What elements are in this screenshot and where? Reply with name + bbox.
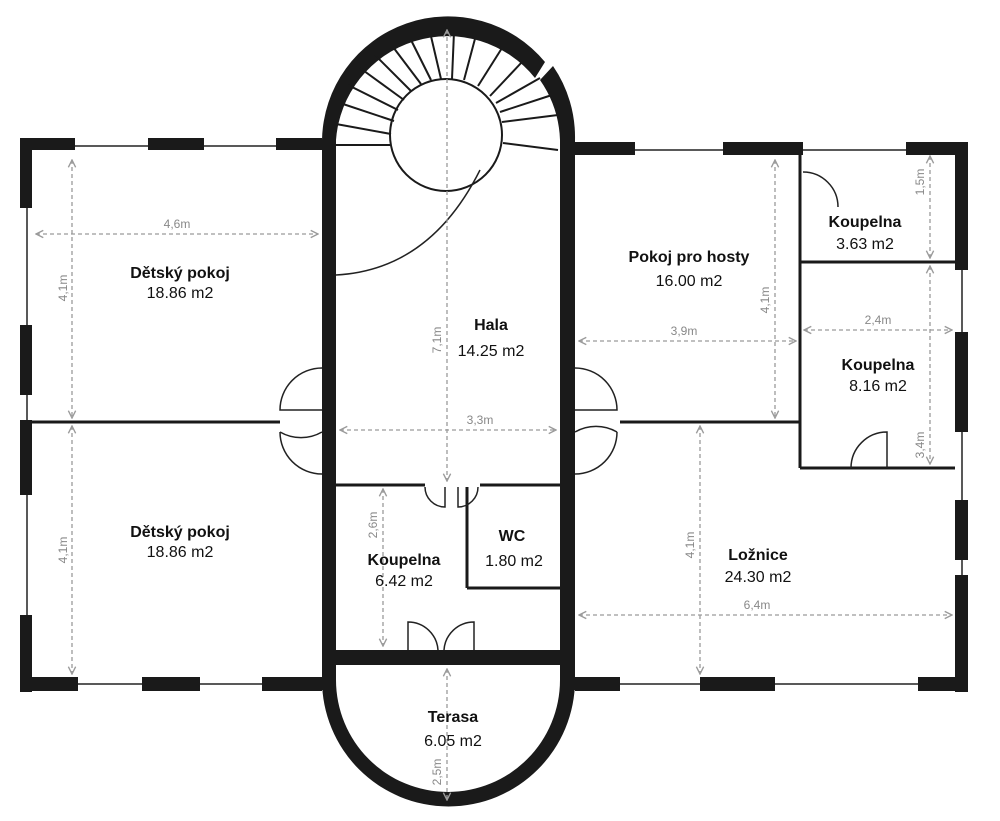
svg-text:Dětský pokoj: Dětský pokoj	[130, 265, 230, 282]
room-wc: WC 1.80 m2	[485, 528, 543, 570]
room-koupelna-right: Koupelna 8.16 m2	[842, 357, 915, 395]
svg-text:Dětský pokoj: Dětský pokoj	[130, 524, 230, 541]
svg-text:Terasa: Terasa	[428, 709, 479, 726]
room-pokoj-pro-hosty: Pokoj pro hosty 16.00 m2	[629, 249, 750, 290]
svg-text:1.80 m2: 1.80 m2	[485, 553, 543, 570]
room-terasa: Terasa 6.05 m2	[424, 709, 482, 750]
room-koupelna-small: Koupelna 3.63 m2	[829, 214, 902, 253]
dim-label: 3,3m	[467, 413, 494, 427]
svg-text:24.30 m2: 24.30 m2	[725, 569, 792, 586]
room-detsky-pokoj-1: Dětský pokoj 18.86 m2	[130, 265, 230, 302]
svg-text:18.86 m2: 18.86 m2	[147, 544, 214, 561]
dim-label: 7,1m	[430, 327, 444, 354]
dim-label: 4,1m	[56, 537, 70, 564]
svg-text:Pokoj pro hosty: Pokoj pro hosty	[629, 249, 750, 266]
svg-text:3.63 m2: 3.63 m2	[836, 236, 894, 253]
room-loznice: Ložnice 24.30 m2	[725, 547, 792, 586]
stair-treads	[335, 31, 559, 151]
room-labels: Dětský pokoj 18.86 m2 Dětský pokoj 18.86 m…	[130, 214, 914, 750]
dimension-lines	[36, 30, 952, 800]
dim-label: 2,5m	[430, 759, 444, 786]
doors	[279, 171, 888, 651]
dim-label: 2,6m	[366, 512, 380, 539]
svg-text:Koupelna: Koupelna	[368, 552, 441, 569]
svg-text:6.42 m2: 6.42 m2	[375, 573, 433, 590]
svg-text:Koupelna: Koupelna	[829, 214, 902, 231]
dim-label: 6,4m	[744, 598, 771, 612]
dim-label: 2,4m	[865, 313, 892, 327]
svg-text:Koupelna: Koupelna	[842, 357, 915, 374]
dim-label: 3,4m	[913, 432, 927, 459]
svg-text:16.00 m2: 16.00 m2	[656, 273, 723, 290]
room-koupelna-center: Koupelna 6.42 m2	[368, 552, 441, 590]
room-detsky-pokoj-2: Dětský pokoj 18.86 m2	[130, 524, 230, 561]
svg-text:Hala: Hala	[474, 317, 508, 334]
svg-text:Ložnice: Ložnice	[728, 547, 788, 564]
dim-label: 4,1m	[683, 532, 697, 559]
room-hala: Hala 14.25 m2	[458, 317, 525, 360]
svg-text:6.05 m2: 6.05 m2	[424, 733, 482, 750]
dim-label: 4,1m	[758, 287, 772, 314]
svg-text:14.25 m2: 14.25 m2	[458, 343, 525, 360]
dim-label: 4,6m	[164, 217, 191, 231]
svg-text:8.16 m2: 8.16 m2	[849, 378, 907, 395]
dim-label: 3,9m	[671, 324, 698, 338]
dimension-labels: 4,6m 4,1m 4,1m 7,1m 3,3m 3,9m 4,1m 1,5m …	[56, 169, 927, 786]
walls	[20, 16, 968, 807]
svg-text:18.86 m2: 18.86 m2	[147, 285, 214, 302]
dim-label: 4,1m	[56, 275, 70, 302]
dim-label: 1,5m	[913, 169, 927, 196]
svg-text:WC: WC	[499, 528, 526, 545]
